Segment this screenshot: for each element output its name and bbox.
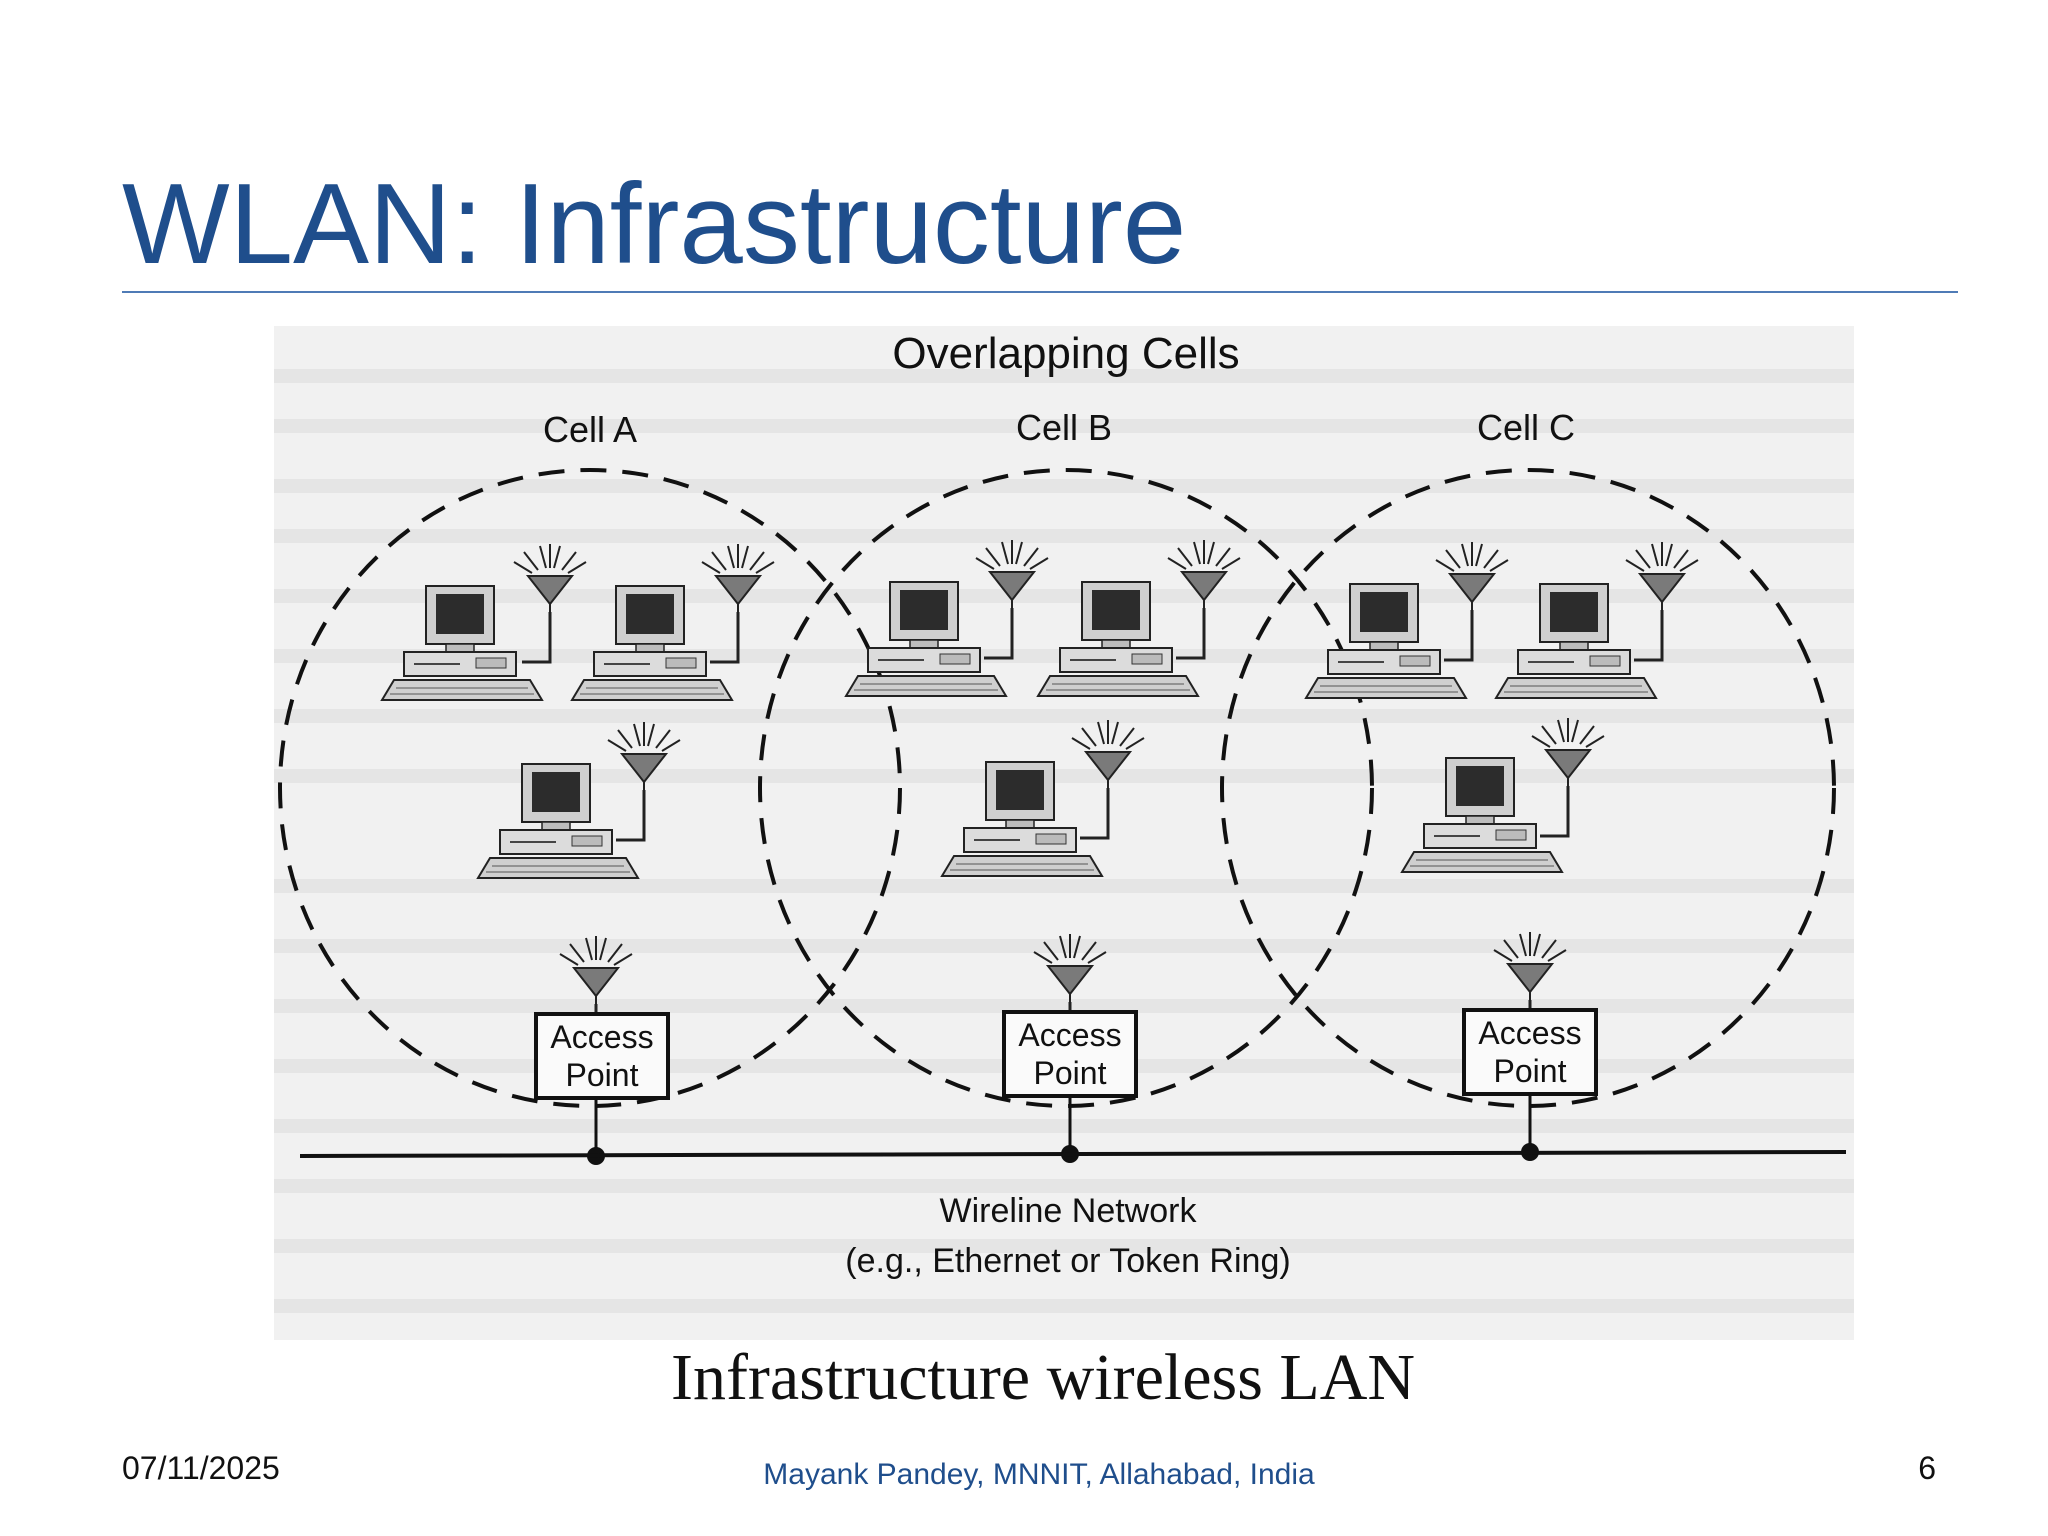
cell-b-stations [845,539,1241,877]
access-point-label-line1: Access [550,1019,653,1055]
wireline-backbone [299,1150,1847,1158]
access-point-c: Access Point [1462,931,1598,1161]
wlan-diagram: Overlapping Cells Cell A Cell B Cell C [274,326,1854,1340]
network-sublabel: (e.g., Ethernet or Token Ring) [845,1242,1290,1280]
footer-date: 07/11/2025 [122,1450,280,1486]
footer-author: Mayank Pandey, MNNIT, Allahabad, India [763,1458,1315,1491]
access-point-a: Access Point [534,935,670,1165]
access-point-label-line2: Point [1034,1055,1107,1091]
access-point-label-line2: Point [566,1057,639,1093]
cell-a-stations [381,543,775,879]
slide-title: WLAN: Infrastructure [122,161,1187,288]
network-label: Wireline Network [940,1192,1198,1230]
cell-b-boundary [758,468,1374,1108]
figure-caption: Infrastructure wireless LAN [670,1341,1416,1414]
title-underline [122,291,1958,293]
cell-c-stations [1305,541,1699,873]
diagram-heading: Overlapping Cells [892,329,1239,378]
cell-c-boundary [1220,468,1836,1108]
access-point-label-line2: Point [1494,1053,1567,1089]
access-point-label-line1: Access [1478,1015,1581,1051]
cell-b-label: Cell B [1016,407,1112,448]
page-number: 6 [1918,1450,1936,1486]
cell-a-label: Cell A [543,409,637,450]
access-point-label-line1: Access [1018,1017,1121,1053]
access-point-b: Access Point [1002,933,1138,1163]
cell-a-boundary [278,468,902,1108]
cell-c-label: Cell C [1477,407,1575,448]
